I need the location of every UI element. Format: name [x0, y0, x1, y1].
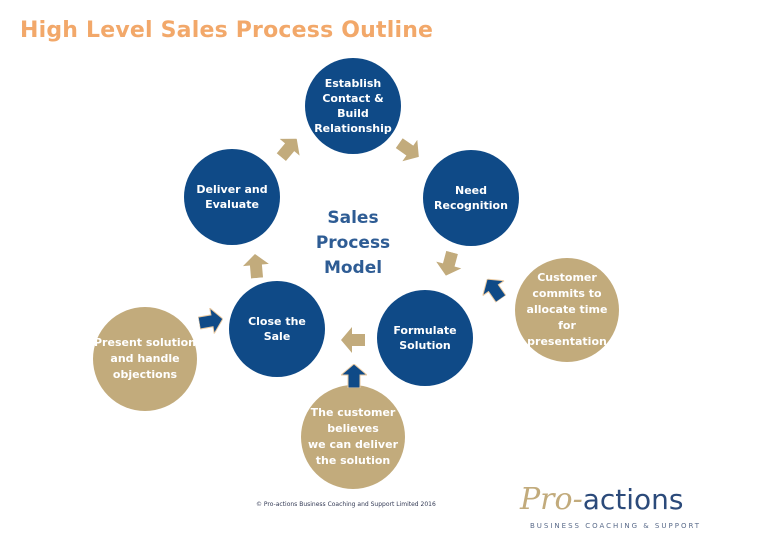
logo-pro: Pro-: [520, 482, 583, 517]
stage-need-recognition: Need Recognition: [423, 150, 519, 246]
arrow-icon: [436, 250, 462, 276]
center-label: Sales Process Model: [315, 208, 391, 278]
stage-label: Deliver and Evaluate: [196, 183, 268, 211]
note-customer-believes: The customer believes we can deliver the…: [301, 385, 405, 489]
stage-establish-contact: Establish Contact & Build Relationship: [305, 58, 401, 154]
logo-subtitle: BUSINESS COACHING & SUPPORT: [530, 522, 702, 530]
logo-actions: actions: [582, 483, 684, 516]
arrow-icon: [197, 306, 224, 336]
arrow-icon: [395, 138, 419, 162]
stage-formulate-solution: Formulate Solution: [377, 290, 473, 386]
stage-close-sale: Close the Sale: [229, 281, 325, 377]
stage-label: Formulate Solution: [393, 324, 457, 352]
note-customer-commits: Customer commits to allocate time for pr…: [515, 258, 619, 362]
copyright-footer: © Pro-actions Business Coaching and Supp…: [256, 501, 436, 508]
arrow-icon: [341, 364, 367, 388]
note-label: Customer commits to allocate time for pr…: [526, 271, 608, 348]
arrow-icon: [242, 254, 269, 279]
stage-deliver-evaluate: Deliver and Evaluate: [184, 149, 280, 245]
stage-label: Establish Contact & Build Relationship: [314, 77, 392, 135]
stage-label: Need Recognition: [434, 184, 508, 212]
note-label: Present solution and handle objections: [94, 336, 196, 381]
arrow-icon: [276, 138, 300, 162]
arrow-icon: [341, 327, 365, 353]
stage-label: Close the Sale: [248, 315, 306, 343]
company-logo: Pro-actions: [520, 482, 684, 517]
arrow-icon: [481, 278, 507, 303]
note-label: The customer believes we can deliver the…: [308, 406, 398, 467]
page-title: High Level Sales Process Outline: [20, 18, 434, 43]
note-present-solution: Present solution and handle objections: [93, 307, 197, 411]
